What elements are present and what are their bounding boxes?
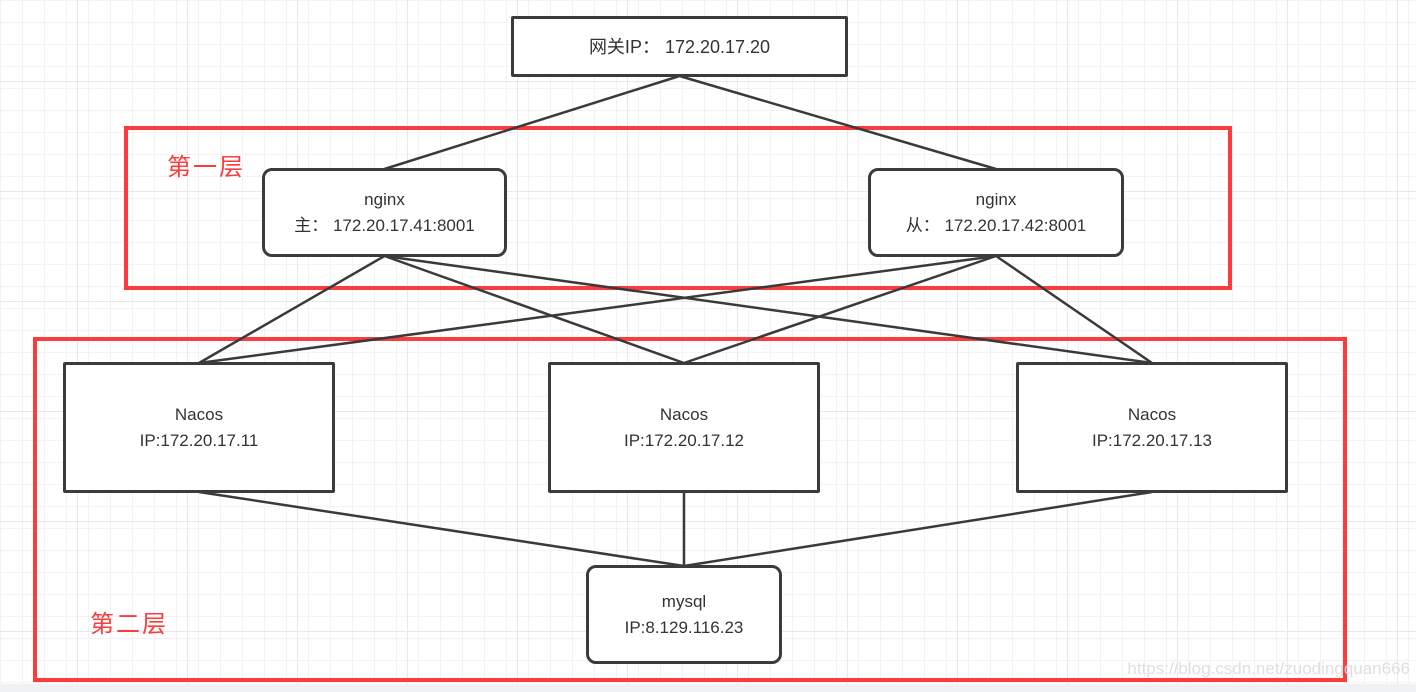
node-nacos-1-ip: IP:172.20.17.11 [139,430,259,450]
edge-nginx-slave-to-nacos-2 [683,254,997,365]
node-gateway: 网关IP： 172.20.17.20 [511,16,848,77]
node-nacos-3-ip: IP:172.20.17.13 [1091,430,1213,450]
node-nacos-2-title: Nacos [659,404,709,424]
edge-nacos-1-to-mysql [198,490,685,568]
node-mysql-title: mysql [661,591,707,611]
node-mysql-ip: IP:8.129.116.23 [624,617,744,637]
edge-nginx-master-to-nacos-3 [384,254,1153,365]
group-label-layer-2: 第二层 [90,611,168,638]
edge-gateway-to-nginx-master [384,74,680,171]
edge-nginx-slave-to-nacos-1 [198,254,997,365]
edge-gateway-to-nginx-slave [679,74,997,171]
node-nginx-master-title: nginx [364,189,405,209]
edge-nginx-master-to-nacos-2 [384,254,685,365]
node-nacos-2-ip: IP:172.20.17.12 [623,430,745,450]
edge-nginx-master-to-nacos-1 [198,254,386,365]
csdn-watermark: https://blog.csdn.net/zuodingquan666 [1127,659,1410,678]
node-mysql: mysql IP:8.129.116.23 [586,565,782,664]
group-label-layer-1: 第一层 [167,154,245,181]
node-gateway-label: 网关IP： 172.20.17.20 [588,36,771,57]
node-nginx-master-ip: 主： 172.20.17.41:8001 [294,215,475,235]
group-rect-layer-1 [124,126,1232,290]
group-rect-layer-2 [33,337,1347,682]
edge-nginx-slave-to-nacos-3 [995,254,1153,365]
node-nacos-1-title: Nacos [174,404,224,424]
edge-nacos-3-to-mysql [683,490,1153,568]
node-nacos-3: Nacos IP:172.20.17.13 [1016,362,1288,493]
footer-strip [0,684,1416,692]
node-nacos-1: Nacos IP:172.20.17.11 [63,362,335,493]
node-nginx-slave-ip: 从： 172.20.17.42:8001 [905,215,1087,235]
node-nacos-3-title: Nacos [1127,404,1177,424]
node-nginx-slave-title: nginx [975,189,1017,209]
node-nginx-slave: nginx 从： 172.20.17.42:8001 [868,168,1124,257]
node-nginx-master: nginx 主： 172.20.17.41:8001 [262,168,507,257]
node-nacos-2: Nacos IP:172.20.17.12 [548,362,820,493]
